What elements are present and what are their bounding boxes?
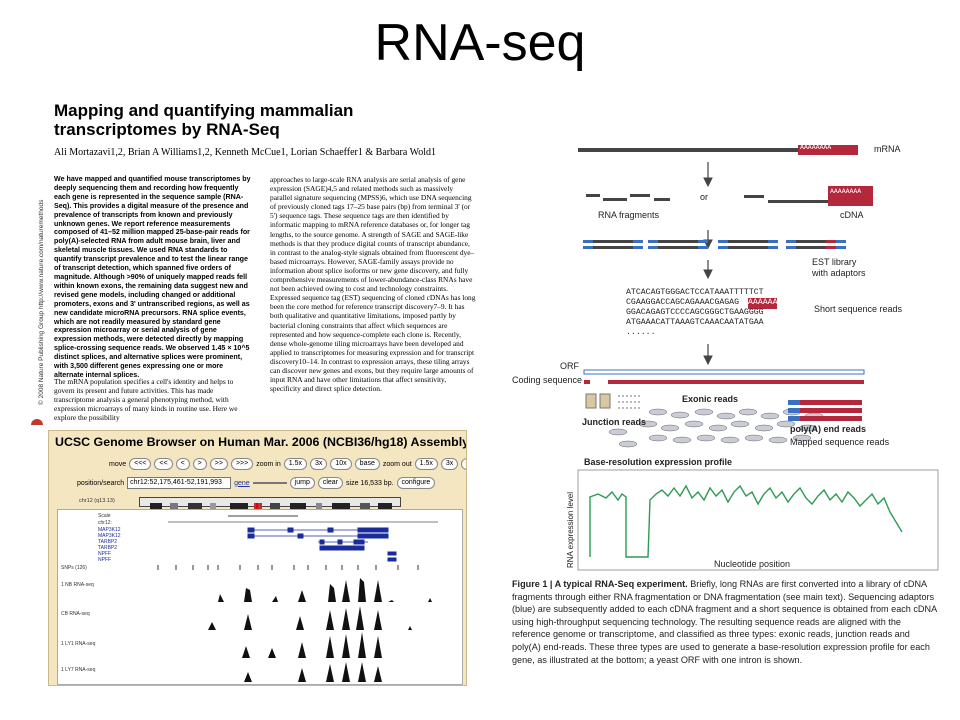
figure-caption: Figure 1 | A typical RNA-Seq experiment.…	[512, 578, 940, 666]
seq-read-3: GGACAGAGTCCCCAGCGGGCTGAAGGGG	[626, 308, 764, 317]
mrna-polya: AAAAAAAA	[800, 144, 832, 151]
ideogram-bands	[150, 502, 392, 512]
move-left-button[interactable]: <	[175, 458, 190, 470]
seq-read-4: ATGAAACATTAAAGTCAAACAATATGAA	[626, 318, 764, 327]
position-input[interactable]: chr12:52,175,461-52,191,993	[127, 477, 232, 489]
gene-label-3: TARBP2	[98, 539, 118, 545]
zoom-out-10x-button[interactable]: 10x	[461, 458, 466, 470]
exonic-reads-label: Exonic reads	[682, 394, 739, 404]
seq-read-2-polya: AAAAAA	[748, 298, 778, 309]
paper-excerpt: © 2008 Nature Publishing Group http://ww…	[30, 95, 480, 425]
zoom-out-1-5x-button[interactable]: 1.5x	[414, 458, 438, 470]
ucsc-header: UCSC Genome Browser on Human Mar. 2006 (…	[55, 435, 467, 449]
mrna-label: mRNA	[874, 144, 901, 154]
copyright-text: © 2008 Nature Publishing Group http://ww…	[38, 199, 45, 405]
cdna-polya: AAAAAAAA	[830, 188, 862, 195]
rnaseq-track-label-2: CB RNA-seq	[61, 611, 90, 617]
zoom-in-label: zoom in	[256, 460, 281, 468]
gene-label-5: NPFF	[98, 551, 112, 557]
gene-label-2: MAP3K12	[98, 533, 121, 539]
paper-title: Mapping and quantifying mammalian transc…	[54, 101, 354, 139]
figure-graphics	[577, 145, 939, 571]
position-label: position/search	[77, 479, 125, 487]
paper-column-2: approaches to large-scale RNA analysis a…	[270, 175, 476, 394]
orf-label: ORF	[560, 361, 579, 371]
zoom-out-3x-button[interactable]: 3x	[440, 458, 459, 470]
nav-row: move <<< << < > >> >>> zoom in 1.5x 3x 1…	[109, 458, 466, 470]
mapped-reads-label: Mapped sequence reads	[790, 437, 890, 447]
gene-label-6: NPFF	[98, 557, 112, 563]
x-axis-label: Nucleotide position	[714, 559, 791, 569]
position-row: position/search chr12:52,175,461-52,191,…	[77, 477, 436, 489]
chromosome-ideogram[interactable]	[139, 497, 401, 512]
coding-sequence-label: Coding sequence	[512, 375, 583, 385]
rnaseq-track-label-3: 1 LY1 RNA-seq	[61, 641, 96, 647]
track-graphics	[157, 515, 438, 682]
cdna-label: cDNA	[840, 210, 864, 220]
jump-button[interactable]: jump	[289, 477, 315, 489]
zoom-in-10x-button[interactable]: 10x	[330, 458, 352, 470]
chromosome-label: chr12 (q13.13)	[79, 498, 115, 504]
chr-label: chr12:	[98, 520, 112, 526]
paper-intro: The mRNA population specifies a cell's i…	[54, 377, 238, 423]
configure-button[interactable]: configure	[396, 477, 436, 489]
move-right-button[interactable]: >	[192, 458, 207, 470]
caption-title: Figure 1 | A typical RNA-Seq experiment.	[512, 579, 688, 589]
slide-title: RNA-seq	[374, 14, 586, 72]
gene-input[interactable]	[252, 482, 287, 484]
move-far-left-button[interactable]: <<<	[129, 458, 152, 470]
or-label: or	[700, 192, 709, 202]
snps-label: SNPs (126)	[61, 565, 87, 571]
zoom-in-1-5x-button[interactable]: 1.5x	[283, 458, 307, 470]
track-display[interactable]: Scale chr12: MAP3K12 MAP3K12 TARBP2 TARB…	[57, 509, 463, 685]
seq-read-1: ATCACAGTGGGACTCCATAAATTTTTCT	[626, 288, 764, 297]
zoom-in-base-button[interactable]: base	[354, 458, 380, 470]
paper-abstract: We have mapped and quantified mouse tran…	[54, 175, 251, 379]
gene-label-4: TARBP2	[98, 545, 118, 551]
with-adaptors-label: with adaptors	[812, 268, 866, 278]
move-label: move	[109, 460, 127, 468]
polya-reads-label: poly(A) end reads	[790, 424, 867, 434]
rnaseq-track-label-4: 1 LY7 RNA-seq	[61, 667, 96, 673]
scale-label: Scale	[98, 513, 111, 519]
est-library-label: EST library	[812, 257, 857, 267]
move-right-2-button[interactable]: >>	[209, 458, 228, 470]
gene-link[interactable]: gene	[234, 479, 250, 487]
move-far-right-button[interactable]: >>>	[230, 458, 254, 470]
rnaseq-figure: mRNA AAAAAAAA or RNA fragments AAAAAAAA …	[508, 132, 946, 572]
npg-logo-icon	[31, 419, 43, 425]
rnaseq-track-label-1: 1 NB RNA-seq	[61, 582, 94, 588]
paper-authors: Ali Mortazavi1,2, Brian A Williams1,2, K…	[54, 147, 437, 158]
ucsc-genome-browser: UCSC Genome Browser on Human Mar. 2006 (…	[48, 430, 467, 686]
clear-button[interactable]: clear	[317, 477, 344, 489]
junction-reads-label: Junction reads	[582, 417, 647, 427]
gene-label-1: MAP3K12	[98, 527, 121, 533]
seq-read-2: CGAAGGACCAGCAGAAACGAGAG	[626, 298, 740, 307]
caption-text: Briefly, long RNAs are first converted i…	[512, 579, 937, 665]
y-axis-label: RNA expression level	[566, 491, 575, 568]
rna-fragments-label: RNA fragments	[598, 210, 660, 220]
size-text: size 16,533 bp.	[346, 479, 394, 487]
zoom-in-3x-button[interactable]: 3x	[309, 458, 328, 470]
profile-title: Base-resolution expression profile	[584, 457, 733, 467]
paper-side-margin: © 2008 Nature Publishing Group http://ww…	[30, 125, 46, 425]
seq-read-5: ......	[626, 328, 656, 337]
move-left-2-button[interactable]: <<	[154, 458, 173, 470]
zoom-out-label: zoom out	[382, 460, 412, 468]
short-reads-label: Short sequence reads	[814, 304, 903, 314]
